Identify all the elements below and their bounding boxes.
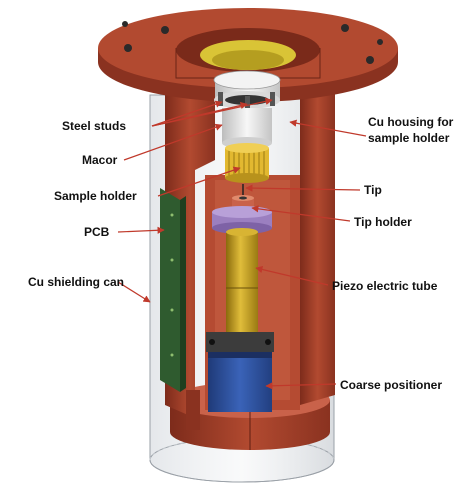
arrow-tip — [245, 184, 361, 192]
top-yellow-ring — [200, 40, 296, 70]
label-cu-housing-line1: Cu housing for — [368, 115, 454, 129]
arrow-cu-shielding — [117, 281, 151, 303]
flange-hole-icon — [122, 21, 128, 27]
label-tip: Tip — [364, 183, 382, 197]
flange-hole-icon — [341, 24, 349, 32]
coarse-positioner-part — [206, 332, 274, 412]
arrow-steel-studs-1 — [151, 100, 223, 127]
label-pcb: PCB — [84, 225, 110, 239]
label-macor: Macor — [82, 153, 118, 167]
annotation-arrows — [117, 97, 367, 390]
piezo-tube-part — [226, 228, 258, 344]
arrow-tip-holder — [251, 205, 351, 222]
flange-hole-icon — [366, 56, 374, 64]
pcb-board — [160, 188, 186, 392]
arrow-macor — [123, 123, 223, 161]
label-cu-housing-line2: sample holder — [368, 131, 450, 145]
label-cu-shielding-can: Cu shielding can — [28, 275, 124, 289]
labels: Steel studs Macor Sample holder PCB Cu s… — [28, 115, 454, 392]
arrow-cu-housing — [289, 119, 367, 137]
label-steel-studs: Steel studs — [62, 119, 126, 133]
label-tip-holder: Tip holder — [354, 215, 412, 229]
label-coarse-positioner: Coarse positioner — [340, 378, 442, 392]
flange-hole-icon — [161, 26, 169, 34]
arrow-steel-studs-3 — [151, 101, 248, 127]
arrow-coarse-positioner — [265, 382, 337, 390]
flange-hole-icon — [377, 39, 383, 45]
arrow-sample-holder — [157, 166, 241, 197]
flange-hole-icon — [124, 44, 132, 52]
label-piezo-tube: Piezo electric tube — [332, 279, 438, 293]
arrow-pcb — [117, 226, 165, 234]
sample-holder-part — [225, 143, 269, 183]
label-sample-holder: Sample holder — [54, 189, 137, 203]
arrow-piezo — [255, 265, 329, 286]
